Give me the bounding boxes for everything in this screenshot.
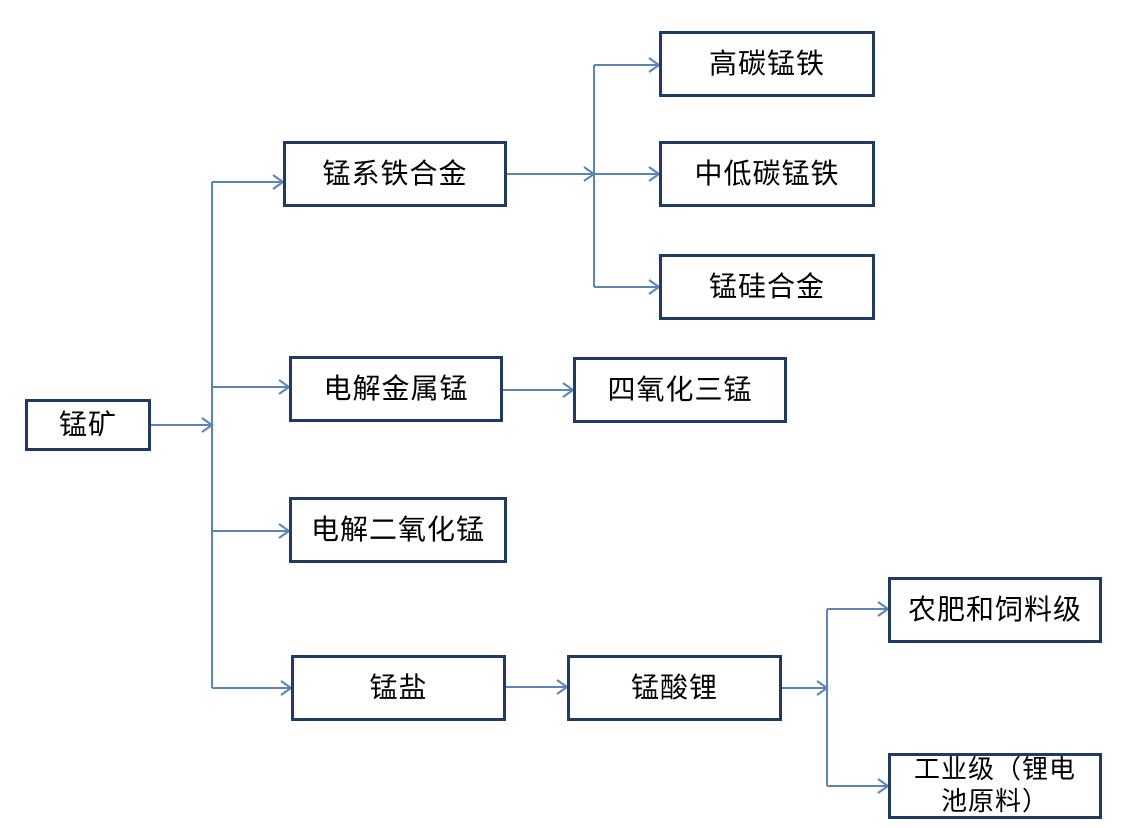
node-label: 电解金属锰 — [323, 372, 469, 405]
node-medium-low-carbon-ferromanganese: 中低碳锰铁 — [659, 141, 875, 207]
node-lithium-manganate: 锰酸锂 — [567, 655, 782, 721]
node-trimanganese-tetroxide: 四氧化三锰 — [573, 357, 787, 423]
node-manganese-iron-alloy: 锰系铁合金 — [283, 141, 507, 207]
node-label: 锰系铁合金 — [322, 157, 468, 190]
node-manganese-salt: 锰盐 — [291, 655, 506, 721]
node-electrolytic-manganese-metal: 电解金属锰 — [289, 356, 503, 422]
node-label: 锰酸锂 — [630, 671, 718, 704]
node-label-line-1: 工业级（锂电 — [913, 755, 1076, 785]
node-electrolytic-manganese-dioxide: 电解二氧化锰 — [289, 497, 507, 563]
node-label-line-2: 池原料） — [940, 787, 1049, 817]
node-silicomanganese: 锰硅合金 — [659, 254, 875, 320]
node-label: 锰硅合金 — [708, 270, 825, 303]
node-fertilizer-feed-grade: 农肥和饲料级 — [888, 577, 1102, 643]
node-industrial-grade: 工业级（锂电 池原料） — [888, 753, 1102, 819]
node-label: 四氧化三锰 — [607, 373, 753, 406]
node-label: 锰矿 — [58, 408, 117, 441]
node-label: 高碳锰铁 — [708, 47, 825, 80]
node-label: 农肥和饲料级 — [907, 593, 1082, 626]
node-high-carbon-ferromanganese: 高碳锰铁 — [659, 31, 875, 97]
node-label: 电解二氧化锰 — [310, 513, 485, 546]
node-label: 锰盐 — [369, 671, 428, 704]
node-label: 中低碳锰铁 — [694, 157, 840, 190]
node-manganese-ore: 锰矿 — [25, 399, 151, 451]
